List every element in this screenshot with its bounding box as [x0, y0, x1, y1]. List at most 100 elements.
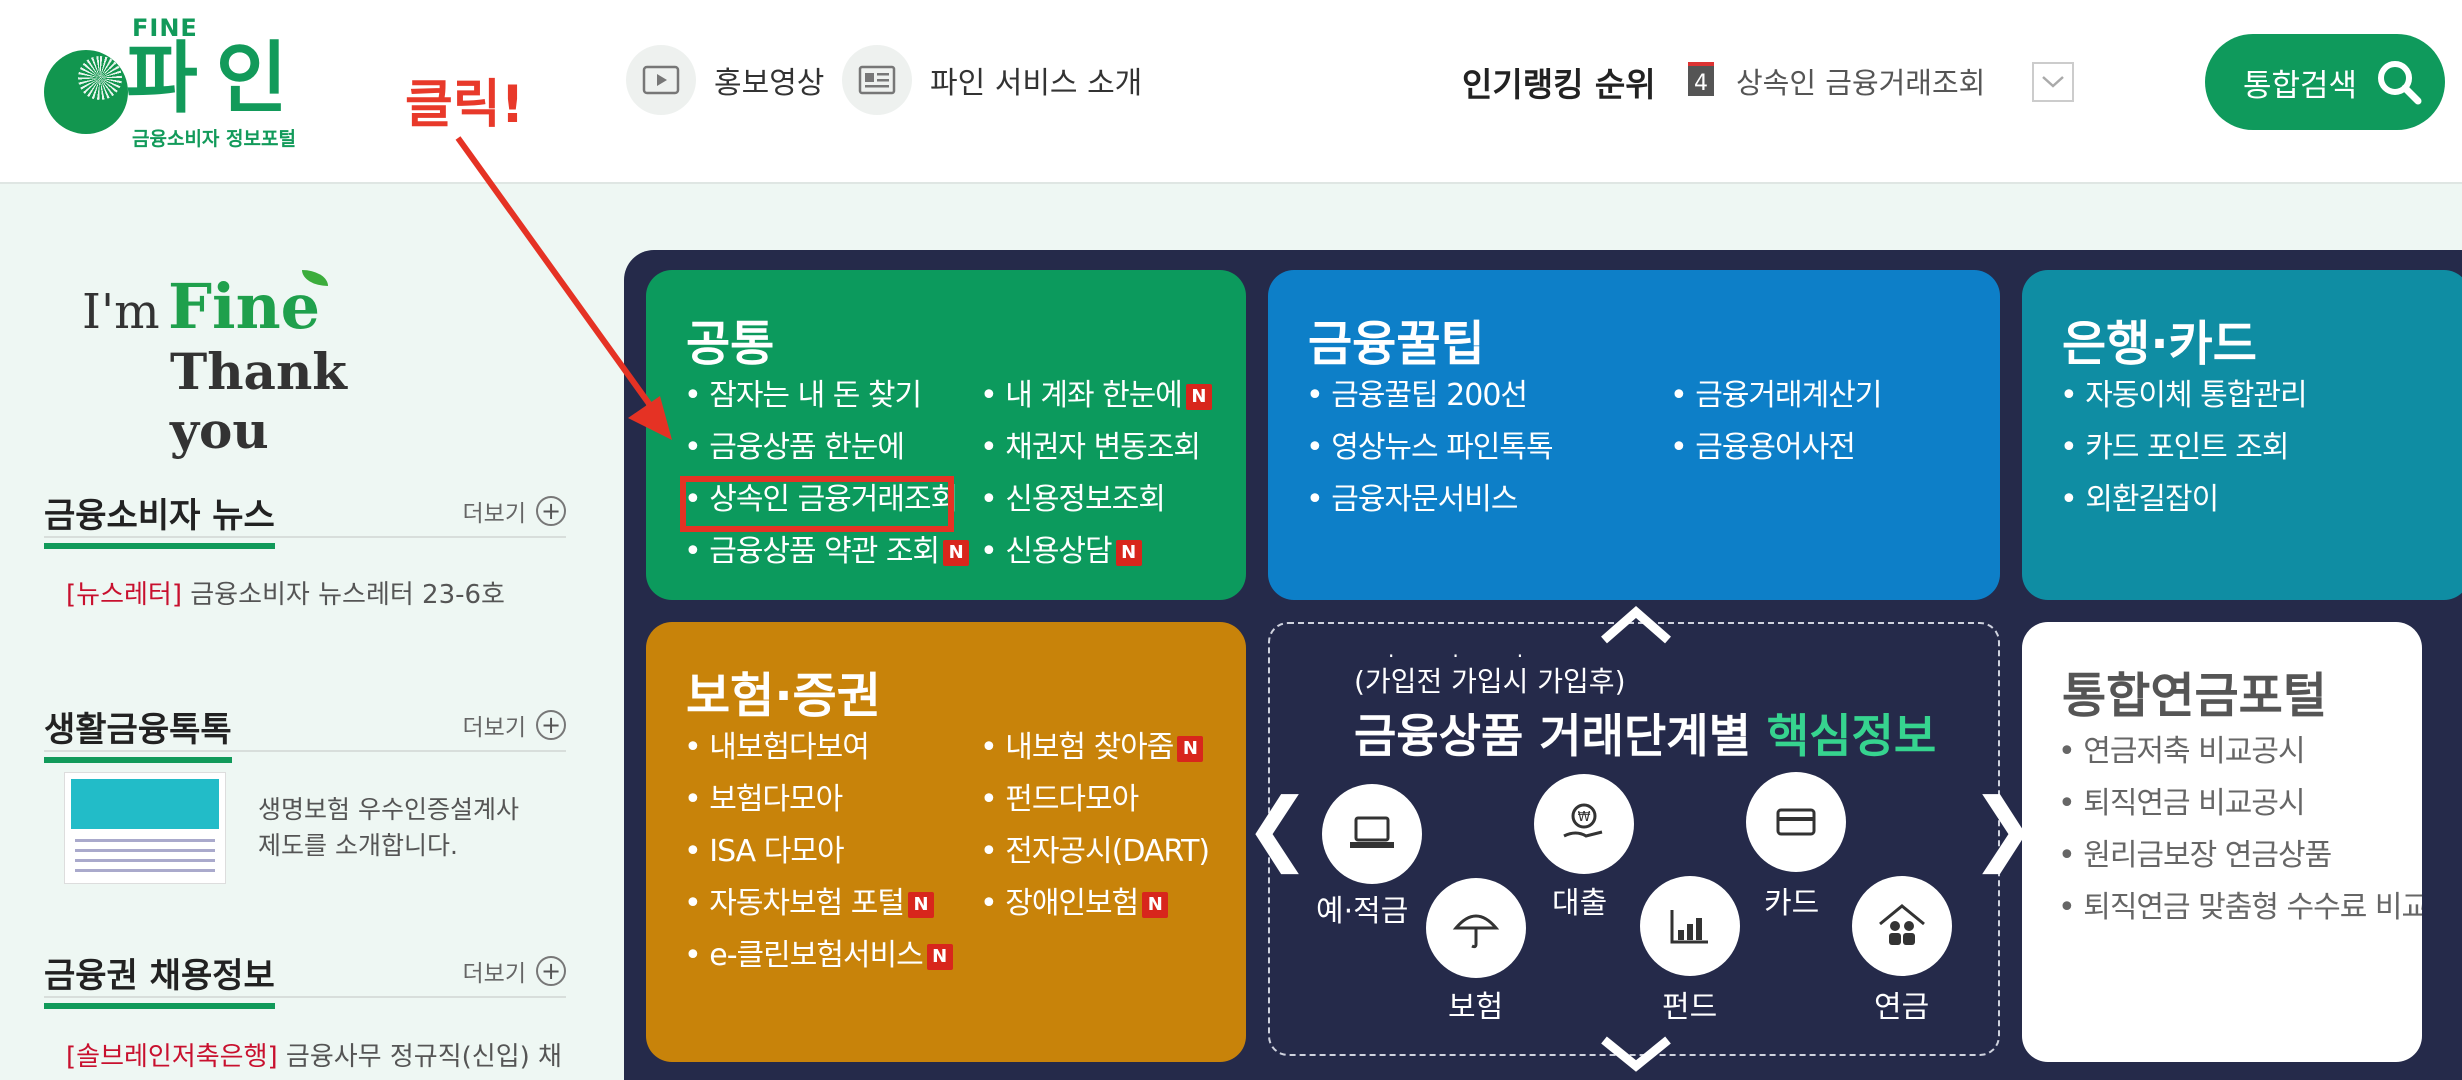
stage-pension-button[interactable]	[1852, 876, 1952, 976]
news-more-button[interactable]: 더보기 +	[463, 494, 566, 528]
news-item[interactable]: [뉴스레터] 금융소비자 뉴스레터 23-6호	[66, 574, 505, 611]
jobs-item[interactable]: [솔브레인저축은행] 금융사무 정규직(신입) 채	[66, 1036, 562, 1073]
link-product-terms[interactable]: 금융상품 약관 조회N	[684, 526, 970, 578]
card-common-col1: 잠자는 내 돈 찾기 금융상품 한눈에 상속인 금융거래조회 금융상품 약관 조…	[684, 370, 970, 578]
link-heir-financial-inquiry[interactable]: 상속인 금융거래조회	[684, 474, 969, 526]
news-more-label: 더보기	[462, 501, 526, 527]
link-car-insurance[interactable]: 자동차보험 포털N	[684, 878, 953, 930]
news-tag: [뉴스레터]	[66, 580, 182, 610]
card-pension-title: 통합연금포털	[2062, 668, 2327, 724]
carousel-up-button[interactable]	[1600, 606, 1672, 646]
card-bank-list: 자동이체 통합관리 카드 포인트 조회 외환길잡이	[2060, 370, 2307, 526]
link-pension-fees[interactable]: 퇴직연금 맞춤형 수수료 비교	[2058, 882, 2422, 934]
ranking-number: 4	[1688, 62, 1714, 96]
lifecycle-subtitle: (가입전 가입시 가입후)	[1354, 665, 1626, 698]
card-tip-col2: 금융거래계산기 금융용어사전	[1670, 370, 1882, 474]
talk-item-text[interactable]: 생명보험 우수인증설계사 제도를 소개합니다.	[258, 792, 519, 864]
play-icon	[626, 45, 696, 115]
stage-savings-button[interactable]	[1322, 784, 1422, 884]
new-badge: N	[907, 891, 934, 918]
link-tips-200[interactable]: 금융꿀팁 200선	[1306, 370, 1553, 422]
integrated-search-button[interactable]: 통합검색	[2205, 34, 2445, 130]
link-calculator[interactable]: 금융거래계산기	[1670, 370, 1882, 422]
ranking-title: 인기랭킹 순위	[1462, 65, 1656, 104]
link-dictionary[interactable]: 금융용어사전	[1670, 422, 1881, 474]
chart-icon	[1670, 910, 1708, 944]
news-section: 금융소비자 뉴스 더보기 +	[44, 484, 566, 549]
card-insurance: 보험·증권 내보험다보여 보험다모아 ISA 다모아 자동차보험 포털N e-클…	[646, 622, 1246, 1062]
stage-insurance-button[interactable]	[1426, 878, 1526, 978]
link-dart[interactable]: 전자공시(DART)	[980, 826, 1210, 878]
new-badge: N	[1142, 891, 1169, 918]
new-badge: N	[1185, 383, 1212, 410]
link-pension-savings[interactable]: 연금저축 비교공시	[2058, 726, 2422, 778]
fine-logo[interactable]: FINE 파인 금융소비자 정보포털	[40, 14, 320, 154]
stage-loan-button[interactable]: ₩	[1534, 774, 1634, 874]
carousel-prev-button[interactable]: ❮	[1244, 781, 1312, 874]
stage-insurance-label: 보험	[1448, 990, 1504, 1025]
link-forex-guide[interactable]: 외환길잡이	[2060, 474, 2307, 526]
service-intro-button[interactable]: 파인 서비스 소개	[842, 40, 1142, 120]
link-card-points[interactable]: 카드 포인트 조회	[2060, 422, 2307, 474]
slogan-im: I'm	[82, 284, 160, 340]
ranking-item-link[interactable]: 상속인 금융거래조회	[1736, 66, 1986, 100]
link-products-at-glance[interactable]: 금융상품 한눈에	[684, 422, 969, 474]
link-auto-transfer[interactable]: 자동이체 통합관리	[2060, 370, 2307, 422]
carousel-down-button[interactable]	[1600, 1036, 1672, 1072]
stage-fund-label: 펀드	[1662, 990, 1718, 1025]
new-badge: N	[1115, 539, 1142, 566]
news-item-text: 금융소비자 뉴스레터 23-6호	[190, 580, 505, 610]
card-bank-title: 은행·카드	[2062, 316, 2257, 372]
news-title: 금융소비자 뉴스	[44, 488, 275, 549]
stage-card-button[interactable]	[1746, 772, 1846, 872]
card-pension-list: 연금저축 비교공시 퇴직연금 비교공시 원리금보장 연금상품 퇴직연금 맞춤형 …	[2058, 726, 2422, 934]
link-dormant-money[interactable]: 잠자는 내 돈 찾기	[684, 370, 969, 422]
promo-video-button[interactable]: 홍보영상	[626, 40, 824, 120]
ranking-dropdown-button[interactable]	[2032, 62, 2074, 102]
plus-icon: +	[536, 496, 566, 526]
card-tip-title: 금융꿀팁	[1308, 316, 1485, 372]
link-isa-damoa[interactable]: ISA 다모아	[684, 826, 953, 878]
link-insurance-damoa[interactable]: 보험다모아	[684, 774, 953, 826]
link-creditor-change[interactable]: 채권자 변동조회	[980, 422, 1212, 474]
news-header: 금융소비자 뉴스 더보기 +	[44, 484, 566, 549]
hand-coin-icon: ₩	[1563, 803, 1603, 838]
link-advisory[interactable]: 금융자문서비스	[1306, 474, 1553, 526]
stage-fund-button[interactable]	[1640, 876, 1740, 976]
logo-small-text: FINE	[132, 14, 198, 42]
card-bank: 은행·카드 자동이체 통합관리 카드 포인트 조회 외환길잡이	[2022, 270, 2462, 600]
jobs-title: 금융권 채용정보	[44, 948, 275, 1009]
jobs-more-label: 더보기	[462, 961, 526, 987]
link-fund-damoa[interactable]: 펀드다모아	[980, 774, 1209, 826]
house-family-icon	[1879, 904, 1925, 945]
link-my-insurance[interactable]: 내보험다보여	[684, 722, 953, 774]
link-guaranteed-pension[interactable]: 원리금보장 연금상품	[2058, 830, 2422, 882]
slogan-fine: Fine	[168, 270, 321, 343]
laptop-icon	[1350, 816, 1394, 848]
jobs-more-button[interactable]: 더보기 +	[463, 954, 566, 988]
highlight-box	[680, 476, 954, 532]
stage-pension-label: 연금	[1874, 990, 1930, 1025]
lifecycle-title: 금융상품 거래단계별 핵심정보	[1354, 709, 1937, 763]
jobs-item-text: 금융사무 정규직(신입) 채	[285, 1042, 562, 1072]
slogan-thanks: Thank you	[170, 342, 347, 460]
talk-more-button[interactable]: 더보기 +	[463, 708, 566, 742]
link-video-news[interactable]: 영상뉴스 파인톡톡	[1306, 422, 1553, 474]
talk-title: 생활금융톡톡	[44, 702, 232, 763]
svg-text:₩: ₩	[1578, 810, 1591, 825]
talk-line-1: 생명보험 우수인증설계사	[258, 795, 519, 824]
talk-header: 생활금융톡톡 더보기 +	[44, 698, 566, 763]
link-retirement-pension[interactable]: 퇴직연금 비교공시	[2058, 778, 2422, 830]
jobs-header: 금융권 채용정보 더보기 +	[44, 944, 566, 1009]
talk-section: 생활금융톡톡 더보기 +	[44, 698, 566, 763]
jobs-section: 금융권 채용정보 더보기 +	[44, 944, 566, 1009]
carousel-next-button[interactable]: ❯	[1970, 781, 2038, 874]
link-credit-info[interactable]: 신용정보조회	[980, 474, 1212, 526]
talk-thumbnail[interactable]	[64, 772, 226, 884]
